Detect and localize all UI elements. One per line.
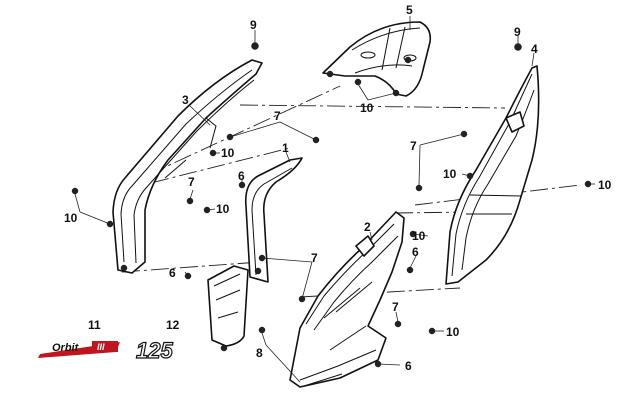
callout-1: 1 (282, 141, 289, 155)
callout-2: 2 (364, 220, 371, 234)
callout-10-upper-left: 10 (221, 146, 235, 160)
callout-10-far-left: 10 (64, 211, 78, 225)
callout-6-upper-left: 6 (238, 169, 245, 183)
part-1-left-lower-panel (207, 157, 303, 347)
callout-9-top-left: 9 (250, 18, 257, 32)
callout-6-bottom-right: 6 (405, 359, 412, 373)
logo-roman-badge (92, 341, 118, 352)
logo-displacement-text: 125 (136, 338, 173, 363)
callout-4: 4 (531, 42, 538, 56)
part-3-left-side-cover (112, 59, 263, 274)
callout-10-upper-center: 10 (360, 101, 374, 115)
callout-6-lower-left: 6 (169, 266, 176, 280)
callout-10-left-mid: 10 (216, 202, 230, 216)
callout-7-lower-left: 7 (311, 251, 318, 265)
callout-3: 3 (182, 93, 189, 107)
logo-roman-text: III (97, 342, 105, 352)
callout-9-top-right: 9 (514, 25, 521, 39)
callout-7-right-upper: 7 (410, 139, 417, 153)
callout-11: 11 (88, 318, 101, 332)
callout-10-lower-right: 10 (446, 325, 460, 339)
callout-10-right-lower: 10 (412, 229, 426, 243)
callout-10-right-mid: 10 (443, 167, 457, 181)
logo-brand-text: Orbit (52, 342, 80, 354)
callout-10-far-right: 10 (598, 178, 612, 192)
callout-6-right-mid: 6 (412, 245, 419, 259)
part-4-right-side-cover (445, 65, 540, 285)
callout-5: 5 (406, 3, 413, 17)
part-5-rear-top-cover (322, 21, 432, 97)
callout-7-left-mid: 7 (188, 175, 195, 189)
callout-7-right-lower: 7 (392, 300, 399, 314)
leader-lines (74, 16, 595, 383)
callout-7-upper: 7 (274, 109, 281, 123)
callout-12: 12 (166, 318, 180, 332)
callout-8: 8 (256, 346, 263, 360)
callouts: 9 5 9 4 3 7 10 1 10 7 7 6 10 7 10 10 2 1… (64, 3, 612, 373)
decal-logo: Orbit III 125 (38, 337, 174, 364)
part-2-right-lower-panel (289, 211, 405, 388)
